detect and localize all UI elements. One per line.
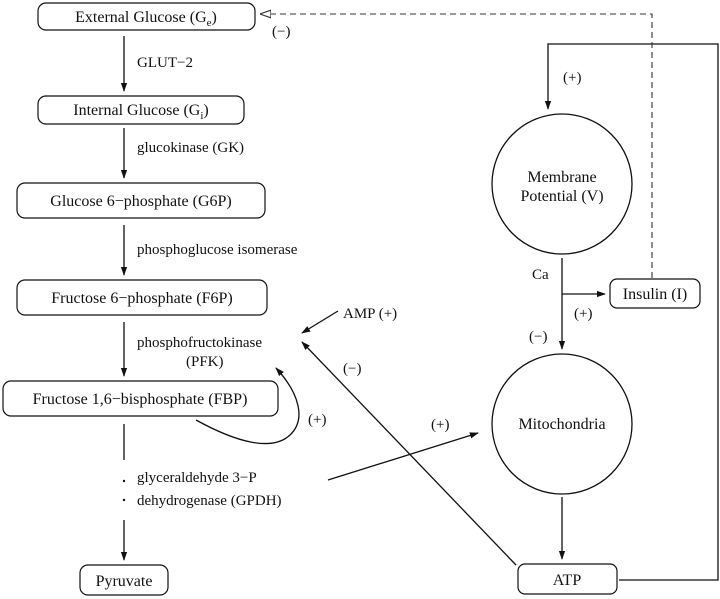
fbp-label: Fructose 1,6−bisphosphate (FBP) [33,391,248,408]
node-mitochondria: Mitochondria [491,353,633,495]
external-glucose-subscript: e [207,17,212,29]
node-external-glucose: External Glucose (Ge) [37,2,256,31]
label-phosphoglucose-isomerase: phosphoglucose isomerase [137,242,298,258]
sign-fbp-to-pfk: (+) [308,412,326,428]
membrane-label-line1: Membrane [527,169,596,186]
label-amp: AMP (+) [343,306,397,322]
sign-insulin-to-glucose: (−) [272,24,290,40]
node-internal-glucose: Internal Glucose (Gi) [37,95,245,125]
label-pfk-line2: (PFK) [186,354,224,370]
node-membrane-potential: Membrane Potential (V) [491,113,633,255]
label-glucokinase: glucokinase (GK) [137,140,244,156]
arrow-gpdh-to-mitochondria [327,432,479,481]
f6p-label: Fructose 6−phosphate (F6P) [51,290,232,307]
sign-ca-to-insulin: (+) [574,306,592,322]
node-insulin: Insulin (I) [609,278,701,309]
sign-atp-to-pfk: (−) [343,361,361,377]
insulin-label: Insulin (I) [623,286,687,303]
gpdh-dot-1 [122,479,126,483]
internal-glucose-close: ) [203,102,208,119]
pyruvate-label: Pyruvate [96,573,153,590]
external-glucose-label: External Glucose (G [75,9,207,26]
internal-glucose-subscript: i [200,110,203,122]
label-gpdh-line1: glyceraldehyde 3−P [137,470,257,486]
mitochondria-label: Mitochondria [518,416,605,433]
node-fbp: Fructose 1,6−bisphosphate (FBP) [2,380,279,417]
sign-ca-to-mitochondria: (−) [529,329,547,345]
membrane-label-line2: Potential (V) [520,188,603,205]
svg-text:Internal Glucose (Gi): Internal Glucose (Gi) [73,102,208,122]
g6p-label: Glucose 6−phosphate (G6P) [50,193,231,210]
label-gpdh-line2: dehydrogenase (GPDH) [137,493,282,509]
atp-label: ATP [553,572,582,589]
external-glucose-close: ) [212,9,217,26]
node-pyruvate: Pyruvate [79,564,169,596]
svg-text:External Glucose (Ge): External Glucose (Ge) [75,9,217,29]
arrow-insulin-to-external-glucose [261,14,653,278]
arrow-amp-to-pfk [301,310,339,334]
node-g6p: Glucose 6−phosphate (G6P) [16,182,266,219]
sign-atp-to-membrane: (+) [563,70,581,86]
label-pfk-line1: phosphofructokinase [137,335,262,351]
arrow-fbp-to-pfk [195,367,300,445]
internal-glucose-label: Internal Glucose (G [73,102,201,119]
label-glut2: GLUT−2 [137,55,193,71]
node-atp: ATP [517,563,618,595]
gpdh-dot-2 [122,498,126,502]
arrow-atp-to-membrane [544,43,719,581]
sign-gpdh-to-mitochondria: (+) [431,417,449,433]
arrow-atp-to-pfk [301,341,517,566]
node-f6p: Fructose 6−phosphate (F6P) [16,279,268,316]
label-ca: Ca [532,267,549,283]
